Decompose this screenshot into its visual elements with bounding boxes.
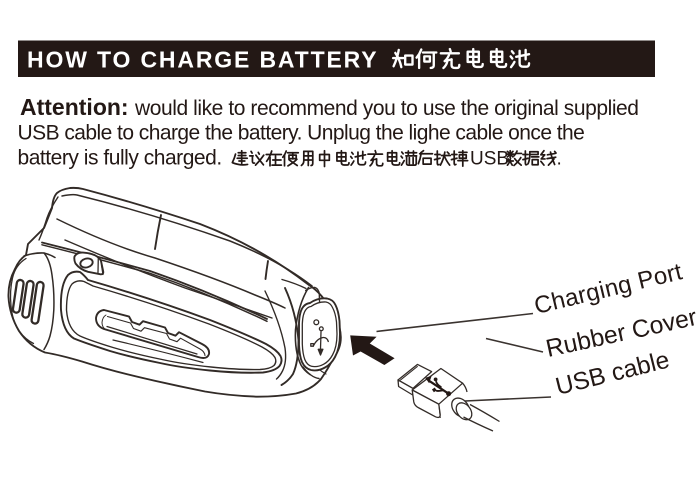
svg-text:would like to recommend you to: would like to recommend you to use the o… (134, 97, 639, 120)
svg-text:.: . (557, 149, 562, 170)
svg-text:USB: USB (470, 149, 509, 170)
svg-text:HOW TO CHARGE BATTERY: HOW TO CHARGE BATTERY (27, 47, 378, 73)
svg-text:Attention:: Attention: (20, 94, 129, 120)
svg-text:USB cable to charge the batter: USB cable to charge the battery. Unplug … (18, 122, 585, 145)
svg-text:battery is fully charged.: battery is fully charged. (18, 147, 222, 170)
